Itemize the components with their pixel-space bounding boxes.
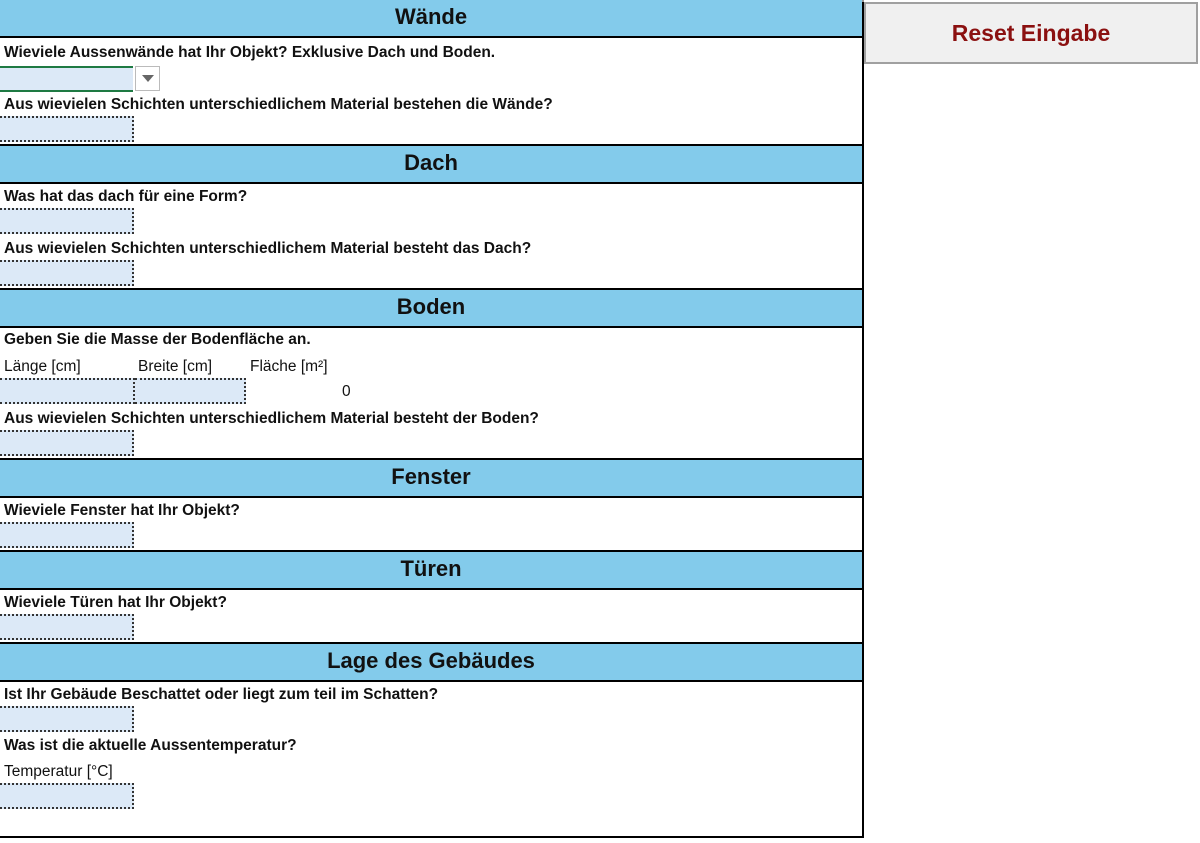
dropdown-button[interactable] bbox=[135, 66, 160, 91]
waende-count-input[interactable] bbox=[0, 66, 133, 92]
label-laenge: Länge [cm] bbox=[4, 358, 81, 375]
dach-form-input[interactable] bbox=[0, 208, 134, 234]
question-fenster-count: Wieviele Fenster hat Ihr Objekt? bbox=[4, 502, 240, 519]
question-lage-schatten: Ist Ihr Gebäude Beschattet oder liegt zu… bbox=[4, 686, 439, 703]
question-waende-count: Wieviele Aussenwände hat Ihr Objekt? Exk… bbox=[4, 44, 496, 61]
chevron-down-icon bbox=[141, 75, 154, 82]
tueren-count-input[interactable] bbox=[0, 614, 134, 640]
boden-layers-input[interactable] bbox=[0, 430, 134, 456]
schatten-input[interactable] bbox=[0, 706, 134, 732]
question-boden-masse: Geben Sie die Masse der Bodenfläche an. bbox=[4, 331, 311, 348]
question-boden-layers: Aus wievielen Schichten unterschiedliche… bbox=[4, 410, 539, 427]
question-dach-form: Was hat das dach für eine Form? bbox=[4, 188, 248, 205]
label-breite: Breite [cm] bbox=[138, 358, 213, 375]
label-flaeche: Fläche [m²] bbox=[250, 358, 328, 375]
waende-layers-input[interactable] bbox=[0, 116, 134, 142]
question-waende-layers: Aus wievielen Schichten unterschiedliche… bbox=[4, 96, 553, 113]
label-temperatur: Temperatur [°C] bbox=[4, 763, 113, 780]
laenge-input[interactable] bbox=[0, 378, 135, 404]
fenster-count-input[interactable] bbox=[0, 522, 134, 548]
form-sheet bbox=[0, 0, 864, 838]
section-header-dach: Dach bbox=[0, 144, 862, 184]
section-header-tueren: Türen bbox=[0, 550, 862, 590]
dach-layers-input[interactable] bbox=[0, 260, 134, 286]
temperatur-input[interactable] bbox=[0, 783, 134, 809]
section-header-boden: Boden bbox=[0, 288, 862, 328]
section-header-waende: Wände bbox=[0, 0, 862, 38]
breite-input[interactable] bbox=[135, 378, 246, 404]
section-header-fenster: Fenster bbox=[0, 458, 862, 498]
question-dach-layers: Aus wievielen Schichten unterschiedliche… bbox=[4, 240, 532, 257]
section-header-lage: Lage des Gebäudes bbox=[0, 642, 862, 682]
reset-button[interactable]: Reset Eingabe bbox=[864, 2, 1198, 64]
flaeche-value: 0 bbox=[342, 383, 351, 400]
question-lage-temperatur: Was ist die aktuelle Aussentemperatur? bbox=[4, 737, 297, 754]
question-tueren-count: Wieviele Türen hat Ihr Objekt? bbox=[4, 594, 227, 611]
